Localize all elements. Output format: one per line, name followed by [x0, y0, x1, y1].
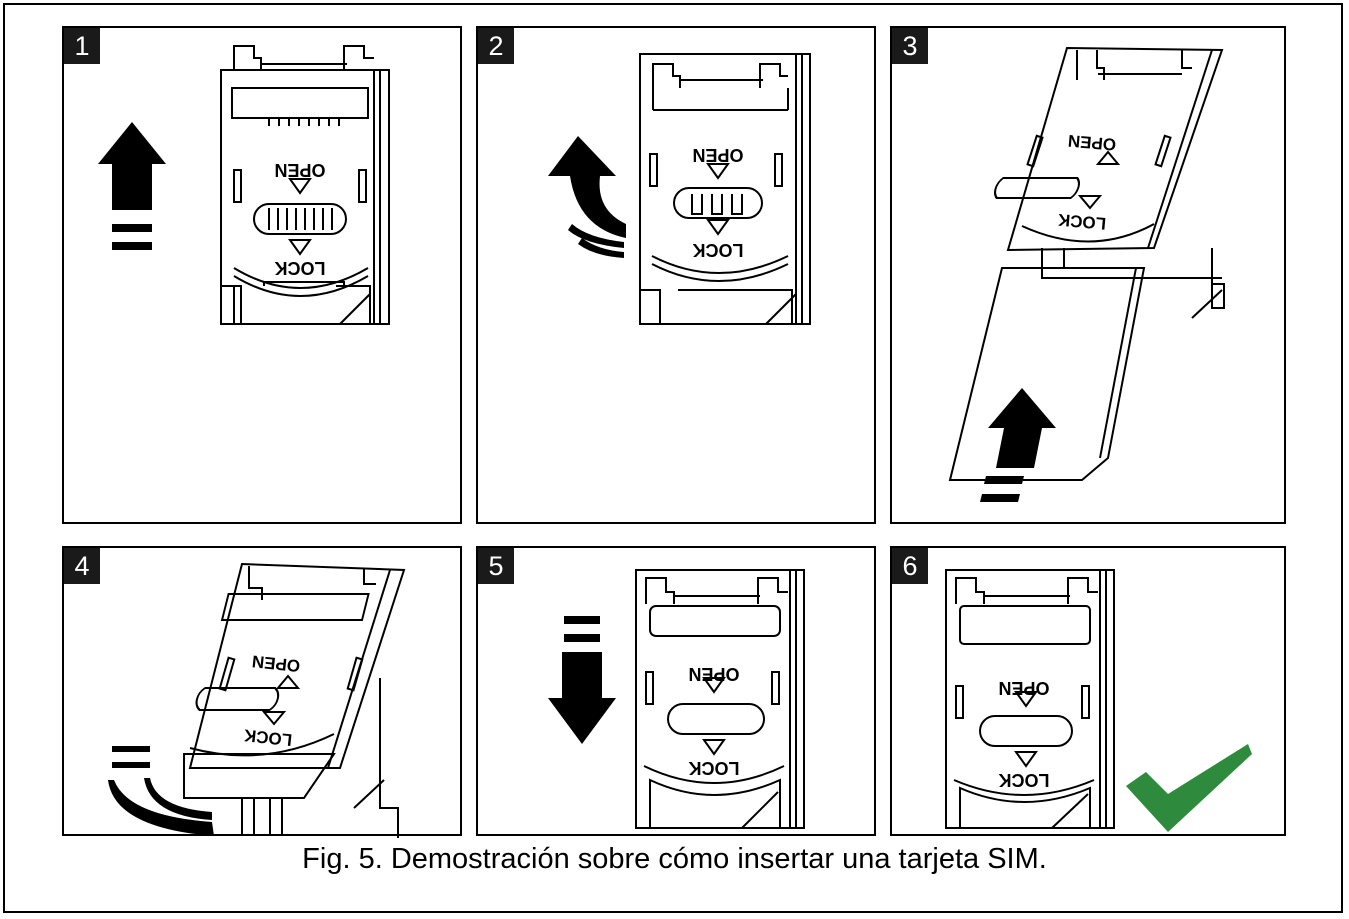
figure-caption: Fig. 5. Demostración sobre cómo insertar… — [302, 843, 1047, 875]
open-label: OPEN — [251, 652, 301, 676]
sim-holder-locked-illustration: OPEN LOCK — [945, 569, 1252, 832]
open-label: OPEN — [1067, 131, 1117, 154]
sim-holder-lock-illustration: OPEN LOCK — [548, 569, 805, 829]
step-number-badge: 3 — [892, 28, 928, 64]
lock-label: LOCK — [242, 725, 293, 749]
step-number-badge: 2 — [478, 28, 514, 64]
sim-holder-lid-closing-illustration: OPEN LOCK — [108, 562, 406, 838]
arrow-up-icon — [98, 122, 166, 250]
lock-label: LOCK — [275, 258, 326, 278]
curved-arrow-left-icon — [108, 746, 214, 836]
step-panel-2: OPEN LOCK 2 — [476, 26, 876, 524]
figure-frame — [3, 3, 1343, 913]
step-panel-4: OPEN LOCK 4 — [62, 546, 462, 838]
open-label: OPEN — [998, 678, 1049, 698]
open-label: OPEN — [692, 145, 743, 165]
step-panel-5: OPEN LOCK 5 — [476, 546, 876, 836]
sim-holder-open-card-insert-illustration: OPEN LOCK — [948, 46, 1225, 502]
lock-label: LOCK — [999, 770, 1050, 790]
lock-label: LOCK — [693, 240, 744, 260]
checkmark-icon — [1126, 744, 1252, 832]
step-number-badge: 6 — [892, 548, 928, 584]
sim-holder-unlock-illustration: OPEN LOCK — [548, 53, 811, 325]
sim-holder-closed-illustration: OPEN LOCK — [98, 45, 390, 325]
open-label: OPEN — [688, 664, 739, 684]
step-number-badge: 1 — [64, 28, 100, 64]
open-label: OPEN — [274, 160, 325, 180]
curved-arrow-up-icon — [548, 136, 626, 258]
step-panel-6: OPEN LOCK 6 — [890, 546, 1286, 836]
step-panel-3: OPEN LOCK 3 — [890, 26, 1286, 524]
arrow-down-icon — [548, 616, 616, 744]
arrow-up-icon — [980, 388, 1056, 502]
lock-label: LOCK — [1057, 210, 1107, 233]
step-number-badge: 4 — [64, 548, 100, 584]
step-number-badge: 5 — [478, 548, 514, 584]
step-panel-1: OPEN LOCK 1 — [62, 26, 462, 524]
lock-label: LOCK — [689, 758, 740, 778]
